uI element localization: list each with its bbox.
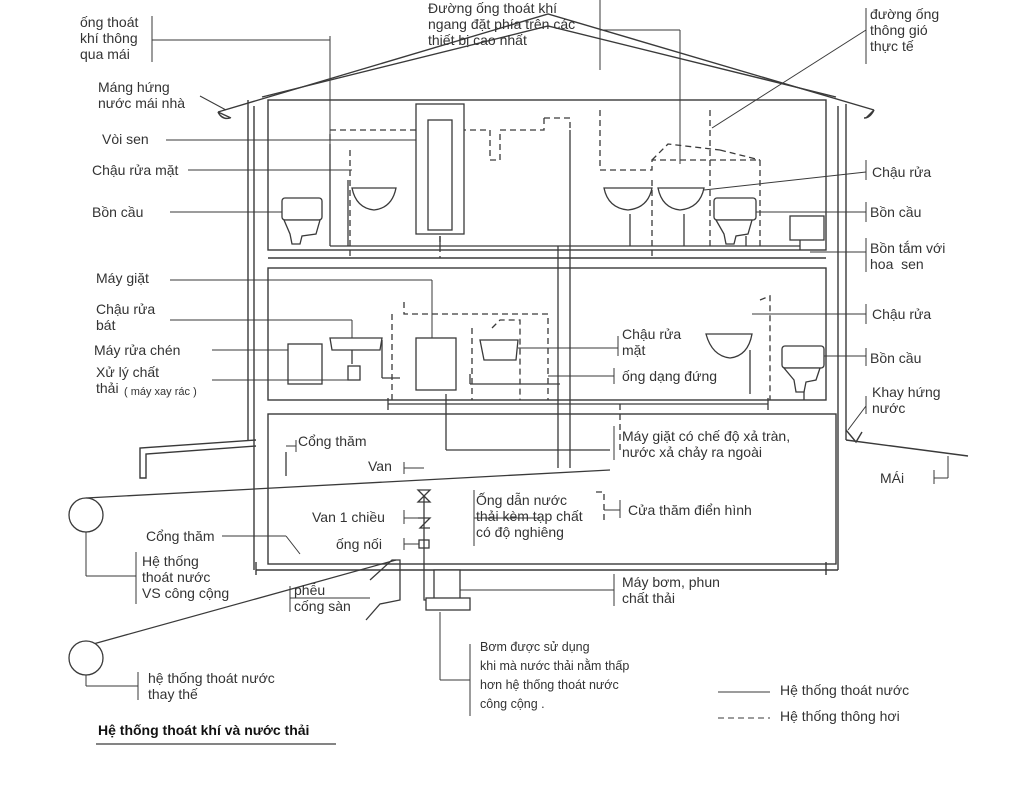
label-actual-vent: đường ống thông gió thực tế: [870, 6, 940, 54]
label-check-valve: Van 1 chiều: [312, 509, 385, 525]
label-coupling: ống nối: [336, 536, 382, 552]
middle-floor-room: [267, 267, 827, 401]
label-washbasin-mid: Chậu rửa mặt: [622, 326, 682, 358]
garbage-disposal: [347, 365, 361, 381]
label-bathtub: Bồn tắm với hoa sen: [870, 240, 946, 272]
washing-machine: [415, 337, 457, 391]
label-shower: Vòi sen: [102, 131, 149, 147]
leader-lines: [85, 0, 949, 745]
roof-outline: [217, 13, 875, 113]
label-public-sewer: Hệ thống thoát nước VS công cộng: [142, 553, 230, 601]
label-roof: MÁi: [880, 470, 905, 486]
label-dishwasher: Máy rửa chén: [94, 342, 181, 358]
house-structure: [139, 13, 969, 575]
legend-vent-label: Hệ thống thông hơi: [780, 708, 900, 724]
toilet-middle-right-bowl: [782, 367, 821, 393]
sink-middle-right: [705, 333, 753, 359]
toilet-upper-right-tank: [713, 197, 757, 221]
washbasin-middle: [479, 339, 519, 361]
label-waste-pipe: Ống dẫn nước thải kèm tạp chất có độ ngh…: [476, 492, 583, 540]
label-garbage-disposal-note: ( máy xay rác ): [124, 386, 197, 398]
label-vent-roof: ống thoát khí thông qua mái: [80, 14, 139, 62]
dish-sink: [329, 337, 383, 351]
label-sink-right-top: Chậu rửa: [872, 164, 932, 180]
toilet-upper-left-bowl: [283, 219, 321, 245]
public-sewer-circle: [68, 497, 104, 533]
label-garbage-disposal: Xử lý chất thải: [96, 364, 160, 396]
label-washing-machine: Máy giặt: [96, 270, 149, 286]
valve-symbol: [416, 489, 432, 503]
label-typical-cleanout: Cửa thăm điển hình: [628, 502, 752, 518]
bathtub: [789, 215, 825, 241]
toilet-upper-left-tank: [281, 197, 323, 221]
upper-floor-room: [267, 99, 827, 251]
label-drip-tray: Khay hứng nước: [872, 384, 941, 416]
label-valve: Van: [368, 458, 392, 474]
label-gutter: Máng hứng nước mái nhà: [98, 79, 186, 111]
label-washbasin-left: Chậu rửa mặt: [92, 162, 179, 178]
label-sink-right-mid: Chậu rửa: [872, 306, 932, 322]
diagram-title: Hệ thống thoát khí và nước thải: [98, 722, 310, 738]
label-horizontal-vent: Đường ống thoát khí ngang đặt phía trên …: [428, 0, 576, 48]
toilet-upper-right-bowl: [714, 219, 753, 245]
basement-room: [267, 413, 837, 565]
label-toilet-left: Bồn cầu: [92, 204, 144, 220]
label-vertical-pipe: ống dạng đứng: [622, 368, 718, 384]
label-toilet-right-mid: Bồn cầu: [870, 350, 922, 366]
label-dish-sink: Chậu rửa bát: [96, 301, 156, 333]
sump-pump: [433, 569, 461, 601]
washbasin-upper-right-1: [603, 187, 653, 211]
label-sump-pump: Máy bơm, phun chất thải: [622, 574, 720, 606]
label-cleanout-top: Cổng thăm: [298, 433, 367, 449]
label-cleanout-left: Cổng thăm: [146, 528, 215, 544]
roof-inner: [261, 25, 837, 98]
label-washer-overflow: Máy giặt có chế độ xả tràn, nước xả chảy…: [622, 428, 791, 460]
label-alt-sewer: hệ thống thoát nước thay thế: [148, 670, 275, 702]
dishwasher: [287, 343, 323, 385]
drain-pipes: [85, 130, 805, 647]
washbasin-upper-left: [351, 187, 397, 211]
legend-drain-label: Hệ thống thoát nước: [780, 682, 910, 698]
toilet-middle-right-tank: [781, 345, 825, 369]
label-pump-note: Bơm được sử dụng khi mà nước thải nằm th…: [480, 640, 630, 711]
label-toilet-right-top: Bồn cầu: [870, 204, 922, 220]
fixtures: [68, 103, 825, 676]
label-floor-drain: phễu cống sàn: [294, 582, 351, 614]
washbasin-upper-right-2: [657, 187, 705, 211]
check-valve-symbol: [418, 517, 432, 529]
alt-sewer-circle: [68, 640, 104, 676]
